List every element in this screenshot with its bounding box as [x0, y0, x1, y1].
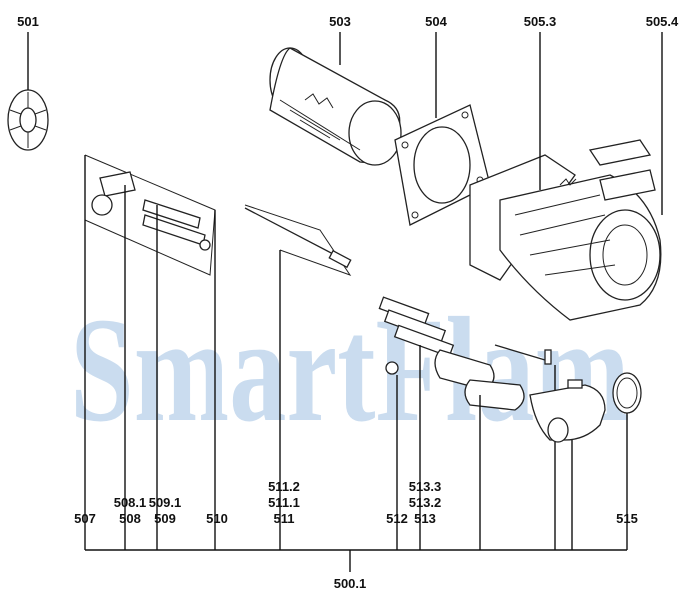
watermark-text: SmartFlam: [70, 287, 630, 453]
part-515-o-ring: [612, 372, 642, 550]
leader-500-1-bracket: [85, 549, 627, 572]
label-505-4: 505.4: [646, 14, 679, 29]
label-508-1: 508.1: [114, 495, 147, 510]
label-515: 515: [616, 511, 638, 526]
part-504-gasket: [394, 32, 491, 226]
label-505-3: 505.3: [524, 14, 557, 29]
label-511-1: 511.1: [268, 495, 300, 510]
label-501: 501: [17, 14, 39, 29]
label-513-2: 513.2: [409, 495, 442, 510]
part-group-tubes: [434, 344, 556, 550]
label-509-1: 509.1: [149, 495, 182, 510]
label-513: 513: [414, 511, 436, 526]
part-511-rod: [244, 204, 352, 550]
label-513-3: 513.3: [409, 479, 442, 494]
label-507: 507: [74, 511, 96, 526]
label-509: 509: [154, 511, 176, 526]
part-nozzle-elbow: [529, 379, 606, 550]
label-504: 504: [425, 14, 447, 29]
part-503-air-tube: [269, 32, 402, 166]
label-500-1: 500.1: [334, 576, 367, 591]
label-512: 512: [386, 511, 408, 526]
part-505-burner-housing: [469, 32, 663, 321]
label-508: 508: [119, 511, 141, 526]
label-511: 511: [274, 511, 295, 526]
part-group-507-510: [84, 154, 216, 550]
label-503: 503: [329, 14, 351, 29]
label-511-2: 511.2: [268, 479, 300, 494]
part-501-fan-wheel: [7, 32, 49, 151]
part-group-512-513: [378, 296, 455, 550]
label-510: 510: [206, 511, 228, 526]
